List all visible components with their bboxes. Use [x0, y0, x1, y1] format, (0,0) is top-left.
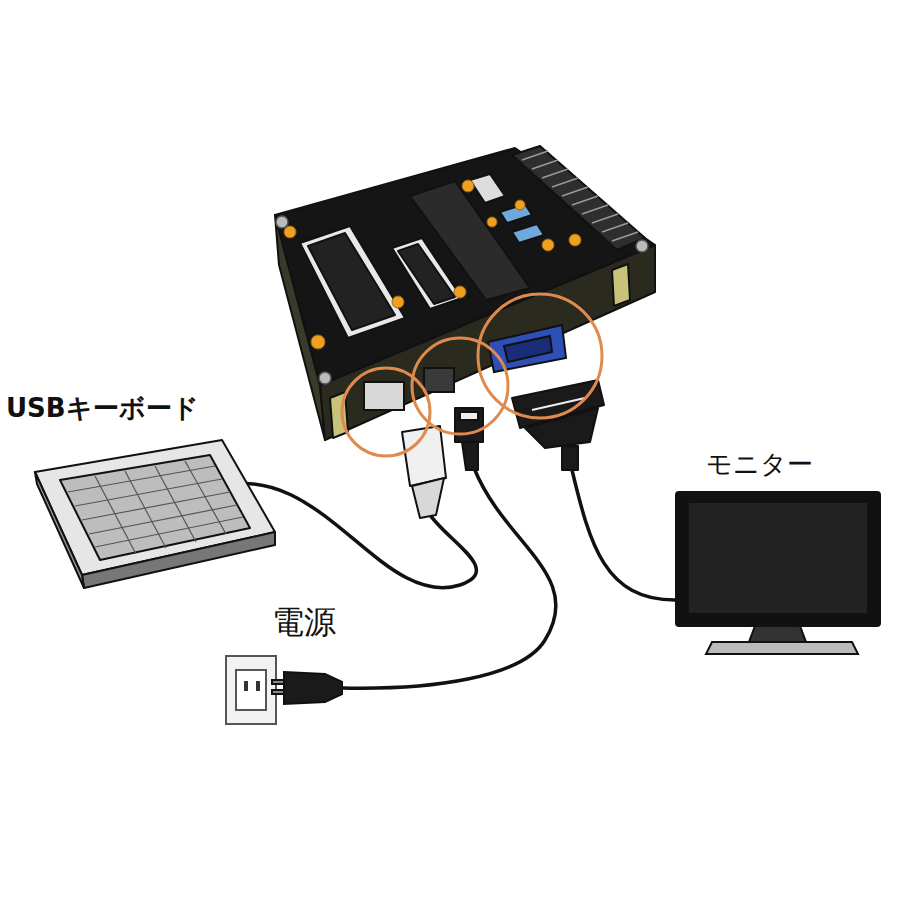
power-plug-boot — [462, 442, 478, 470]
resistor — [512, 224, 544, 243]
usb-port — [364, 382, 404, 410]
chip-socket — [300, 226, 405, 338]
key-rows — [68, 461, 243, 554]
outlet — [226, 656, 276, 724]
power-cable — [342, 468, 556, 688]
chip — [308, 233, 395, 330]
keyboard — [35, 440, 275, 588]
capacitors — [284, 180, 581, 349]
outlet-face — [236, 670, 266, 710]
vga-plug-boot — [562, 446, 578, 470]
monitor-neck — [749, 626, 806, 642]
pin-header — [512, 146, 645, 250]
monitor — [676, 492, 880, 654]
crystal — [470, 174, 505, 203]
monitor-cable — [572, 470, 675, 600]
chip — [398, 244, 455, 304]
board-top — [275, 148, 655, 385]
monitor-screen — [688, 502, 868, 614]
screws — [276, 216, 648, 384]
part-label: USBキーボード — [6, 394, 199, 424]
cables — [215, 468, 675, 688]
power-port — [424, 368, 454, 392]
chip — [410, 181, 530, 300]
part-label: モニター — [706, 450, 813, 480]
header-pins — [522, 151, 638, 241]
vga-port — [488, 325, 566, 372]
power-plug-mains — [272, 672, 342, 704]
plugs — [402, 380, 604, 518]
board — [275, 146, 655, 440]
monitor-bezel — [676, 492, 880, 626]
power-plug — [455, 408, 483, 442]
callout-circles — [342, 294, 602, 456]
spacer — [612, 264, 630, 306]
outlet-plate — [226, 656, 276, 724]
key-area — [60, 455, 250, 560]
vga-socket — [504, 336, 552, 362]
monitor-base — [706, 642, 858, 654]
part-label: 電源 — [272, 604, 336, 641]
usb-plug-boot — [412, 478, 444, 518]
power-plug-tip — [460, 412, 478, 420]
